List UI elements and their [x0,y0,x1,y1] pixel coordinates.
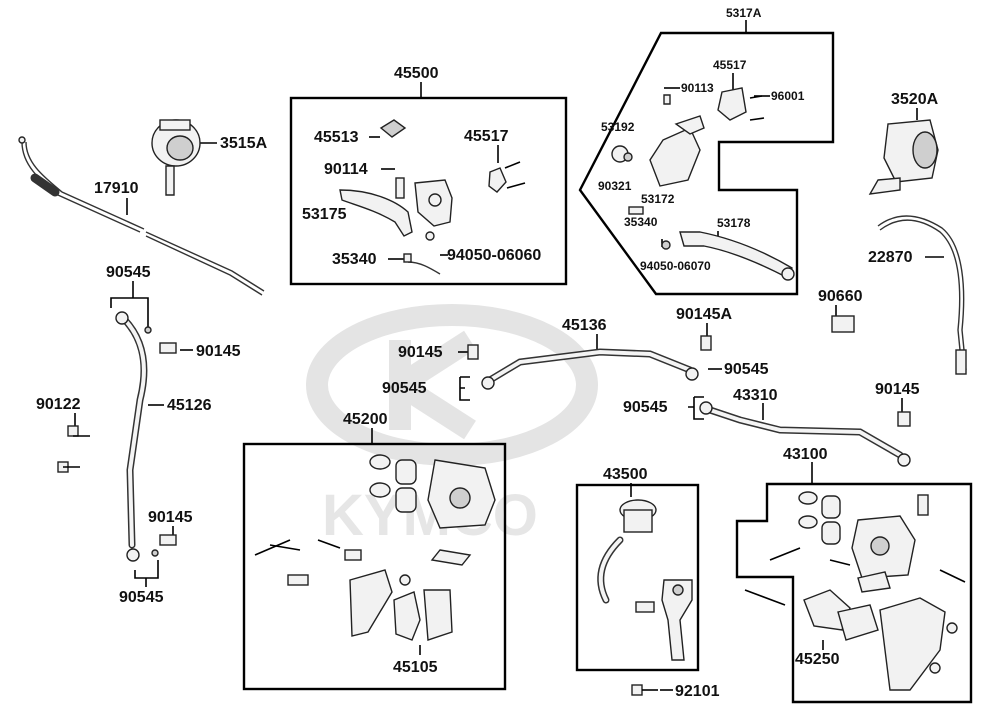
label-94050-06070: 94050-06070 [640,259,711,273]
label-90545-d: 90545 [382,380,427,397]
label-45517-a: 45517 [464,128,509,145]
label-45126: 45126 [167,397,212,414]
master-cylinder-43500 [597,499,693,661]
label-45105: 45105 [393,659,438,676]
bolt-92101 [631,684,658,696]
brake-hose-43310 [699,401,911,467]
label-90122: 90122 [36,396,81,413]
caliper-43100 [744,491,966,691]
throttle-cable-17910 [18,136,265,296]
label-35340-a: 35340 [332,251,377,268]
label-35340-b: 35340 [624,215,658,229]
label-90321: 90321 [598,179,632,193]
label-90145a: 90145A [676,306,732,323]
label-92101: 92101 [675,683,720,700]
label-90145-d: 90145 [398,344,443,361]
label-45250: 45250 [795,651,840,668]
lever-assembly-5317a [611,87,795,281]
caliper-45200 [254,454,496,641]
bolts-90122 [57,425,90,473]
label-90113: 90113 [681,81,714,95]
part-labels: 5317A 45500 45513 45517 90114 53175 3534… [36,6,939,700]
label-45517-b: 45517 [713,58,747,72]
group-box-45200 [242,442,507,691]
label-94050-06060: 94050-06060 [447,247,541,264]
label-90545-f: 90545 [623,399,668,416]
group-box-5317a [578,31,835,296]
label-96001: 96001 [771,89,805,103]
label-90145-c: 90145 [148,509,193,526]
label-90545-c: 90545 [119,589,164,606]
label-90660: 90660 [818,288,863,305]
group-box-45500 [289,96,568,286]
label-3520a: 3520A [891,91,939,108]
group-box-43100 [735,482,973,704]
label-45200: 45200 [343,411,388,428]
label-45513: 45513 [314,129,359,146]
label-53192: 53192 [601,120,635,134]
master-cylinder-45500 [339,119,526,275]
group-box-43500 [575,483,700,672]
label-43500: 43500 [603,466,648,483]
label-5317a: 5317A [726,6,762,20]
label-53175: 53175 [302,206,347,223]
label-90145-e: 90145 [875,381,920,398]
brake-hose-45126 [115,311,177,562]
label-90114: 90114 [324,161,368,178]
label-43100: 43100 [783,446,828,463]
leader-lines [74,20,944,691]
label-3515a: 3515A [220,135,268,152]
switch-3520a [868,119,939,195]
label-53178: 53178 [717,216,751,230]
label-45500: 45500 [394,65,439,82]
switch-3515a [151,119,201,196]
label-45136: 45136 [562,317,607,334]
label-90545-e: 90545 [724,361,769,378]
label-53172: 53172 [641,192,675,206]
clip-90660 [831,315,855,333]
label-22870: 22870 [868,249,913,266]
label-90545-a: 90545 [106,264,151,281]
brake-hose-45136 [467,335,712,390]
label-17910: 17910 [94,180,139,197]
label-43310: 43310 [733,387,778,404]
cable-22870 [877,215,967,375]
label-90145-b: 90145 [196,343,241,360]
